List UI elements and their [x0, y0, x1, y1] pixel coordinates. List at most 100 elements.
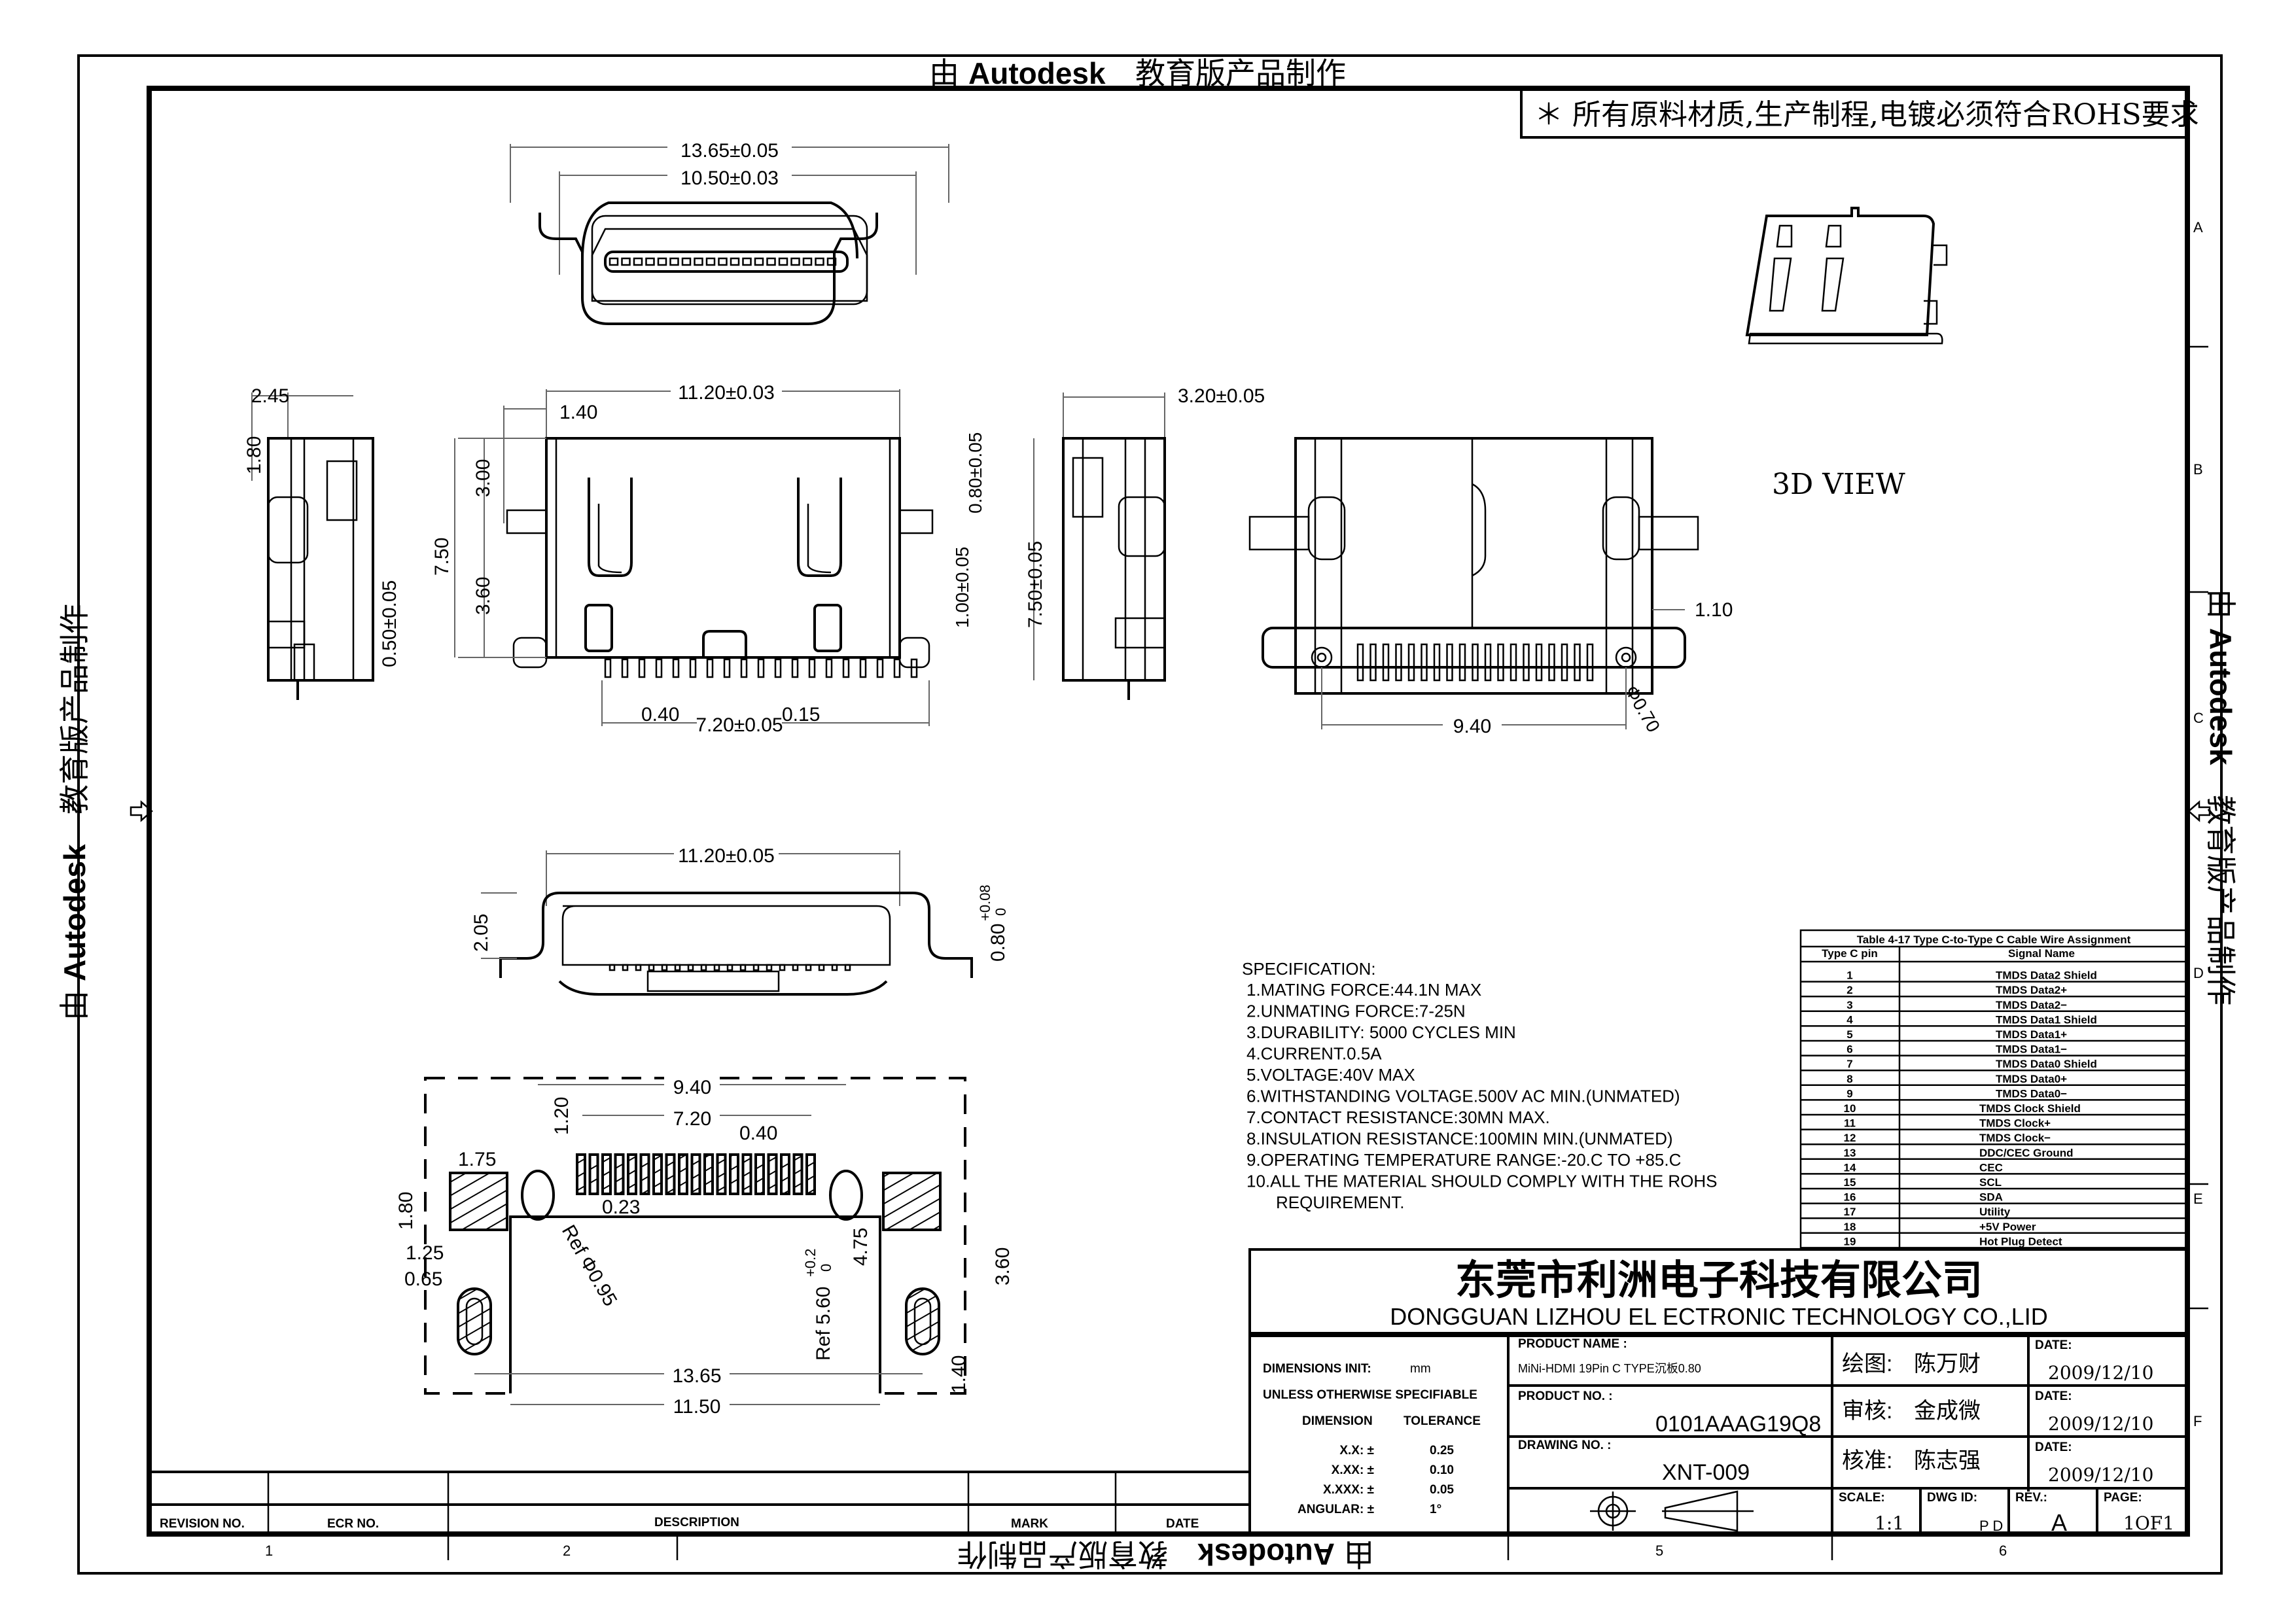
pin-lead	[706, 658, 714, 678]
rev-header-date: DATE	[1166, 1517, 1199, 1531]
signal-name: DDC/CEC Ground	[1979, 1147, 2074, 1159]
revision-block: REVISION NO. ECR NO. DESCRIPTION MARK DA…	[149, 1471, 1250, 1534]
pin-lead	[791, 658, 799, 678]
watermark-brand: Autodesk	[968, 56, 1106, 90]
rev-header-ecr: ECR NO.	[327, 1517, 379, 1531]
pin-lead	[1433, 643, 1441, 682]
signal-pad	[767, 1153, 778, 1195]
watermark-suffix: 教育版产品制作	[2204, 795, 2238, 1005]
locating-hole-left	[521, 1170, 555, 1221]
signal-pad	[703, 1153, 714, 1195]
drawn-by: 陈万财	[1914, 1352, 1981, 1376]
signal-pad	[588, 1153, 599, 1195]
contact	[766, 257, 776, 266]
pin-lead	[1484, 643, 1492, 682]
watermark-suffix: 教育版产品制作	[58, 604, 92, 814]
dim-side-width: 2.45	[251, 385, 289, 407]
dim-fp-peg-span: 9.40	[673, 1077, 711, 1098]
pin-lead	[1472, 643, 1479, 682]
contact	[730, 257, 740, 266]
contact	[694, 257, 703, 266]
dim-front-overall: 13.65±0.05	[680, 140, 779, 162]
zone-letter: F	[2193, 1413, 2202, 1429]
contact	[754, 257, 764, 266]
specification-block: SPECIFICATION: 1.MATING FORCE:44.1N MAX2…	[1242, 959, 1718, 1212]
pin-number: 7	[1846, 1058, 1852, 1070]
spec-item: 2.UNMATING FORCE:7-25N	[1246, 1002, 1466, 1021]
scale-value: 1:1	[1875, 1512, 1904, 1534]
contact	[742, 257, 752, 266]
rev-label: REV.:	[2015, 1491, 2047, 1505]
pin-lead	[1523, 643, 1530, 682]
dwg-id: P D	[1979, 1518, 2003, 1534]
approved-by-label: 核准:	[1842, 1448, 1892, 1473]
signal-pad	[639, 1153, 650, 1195]
dimension-header: DIMENSION	[1302, 1414, 1373, 1428]
locating-hole-right	[829, 1170, 863, 1221]
watermark-prefix: 由	[929, 56, 959, 90]
signal-pad	[678, 1153, 688, 1195]
contact	[705, 257, 716, 266]
signal-name: TMDS Data0+	[1996, 1073, 2067, 1085]
outer-border	[77, 54, 2223, 1575]
pin-lead	[910, 658, 918, 678]
watermark-prefix: 由	[2204, 589, 2238, 619]
contact	[635, 964, 642, 971]
contact	[661, 964, 668, 971]
zone-letter: B	[2193, 461, 2203, 478]
zone-letter: A	[2193, 219, 2203, 236]
pin-lead	[689, 658, 697, 678]
watermark-brand: Autodesk	[58, 844, 92, 981]
isometric-3d-view	[1745, 207, 1948, 345]
shield-tab-pad-right	[882, 1172, 942, 1231]
pin-lead	[1497, 643, 1504, 682]
pin-table-title: Table 4-17 Type C-to-Type C Cable Wire A…	[1857, 934, 2131, 946]
dim-fp-pitch: 0.40	[739, 1123, 777, 1144]
signal-pad	[601, 1153, 612, 1195]
bottom-contacts	[1356, 643, 1594, 682]
contact	[790, 257, 800, 266]
watermark-suffix: 教育版产品制作	[1135, 56, 1346, 90]
pin-lead	[1510, 643, 1517, 682]
dim-fp-pad-len: 1.20	[551, 1097, 573, 1135]
pin-lead	[723, 658, 731, 678]
dim-rear-sink: 0.80	[987, 924, 1009, 962]
dim-top-right-top: 0.80±0.05	[965, 432, 985, 514]
contact	[687, 964, 694, 971]
contact	[826, 257, 837, 266]
contact	[752, 964, 760, 971]
contact	[818, 964, 825, 971]
center-arrow-right-icon	[2187, 800, 2211, 822]
front-view: 13.65±0.05 10.50±0.03	[510, 131, 949, 325]
pin-lead	[757, 658, 765, 678]
rohs-notice-text: ＊ 所有原料材质,生产制程,电镀必须符合ROHS要求	[1534, 98, 2199, 131]
signal-pad	[754, 1153, 765, 1195]
contact	[739, 964, 747, 971]
signal-name: Utility	[1979, 1206, 2011, 1218]
pin-lead	[893, 658, 901, 678]
signal-pad	[741, 1153, 752, 1195]
projection-symbol-icon	[1590, 1490, 1754, 1532]
signal-pad	[652, 1153, 663, 1195]
pin-lead	[1446, 643, 1453, 682]
dim-bottom-offset: 1.10	[1695, 599, 1733, 621]
product-name: MiNi-HDMI 19Pin C TYPE沉板0.80	[1518, 1362, 1701, 1375]
pin-number: 15	[1844, 1176, 1856, 1189]
watermark-brand: Autodesk	[2204, 628, 2238, 765]
drawing-no-label: DRAWING NO. :	[1518, 1439, 1612, 1452]
spec-item: 10.ALL THE MATERIAL SHOULD COMPLY WITH T…	[1246, 1172, 1718, 1191]
pin-lead	[859, 658, 867, 678]
tolerance-value: 0.05	[1430, 1483, 1454, 1497]
spec-item: 7.CONTACT RESISTANCE:30MN MAX.	[1246, 1108, 1550, 1127]
date-label: DATE:	[2035, 1389, 2072, 1403]
spec-title: SPECIFICATION:	[1242, 959, 1376, 979]
tolerance-dimension: X.XX: ±	[1332, 1463, 1374, 1477]
